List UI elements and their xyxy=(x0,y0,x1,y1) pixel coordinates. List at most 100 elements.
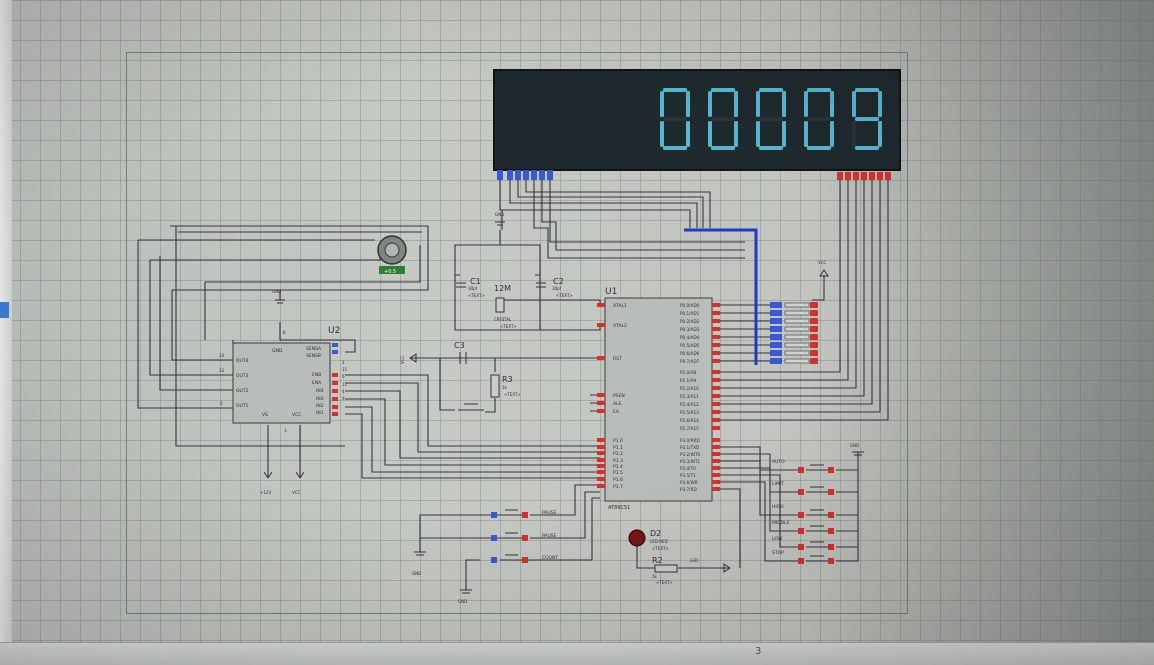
reset-button[interactable] xyxy=(458,403,484,411)
d2-part: LED-RED xyxy=(650,539,668,544)
button-label: MIDDLE xyxy=(772,520,790,526)
resistor-r2[interactable]: R2 1k <TEXT> xyxy=(652,556,678,585)
u1-pin-label: P3.3/INT1 xyxy=(680,459,701,464)
u2-pin-label: OUT4 xyxy=(236,358,249,364)
u2-pin-number: 8 xyxy=(283,330,286,335)
u1-pin-marker xyxy=(712,452,720,456)
u2-pin-number: 2 xyxy=(220,401,223,406)
c1-name: C1 xyxy=(470,277,481,286)
data-bus xyxy=(684,228,758,365)
display-segment-pin xyxy=(515,170,521,180)
button-pin xyxy=(828,544,834,550)
rpack-pin xyxy=(810,326,818,332)
u1-pin-marker xyxy=(597,356,605,360)
crystal-name: 12M xyxy=(494,284,511,293)
u1-pin-label: P2.3/A11 xyxy=(680,394,699,399)
u1-pin-label: P0.1/AD1 xyxy=(680,311,700,316)
u1-pin-label: P2.6/A14 xyxy=(680,418,699,423)
rpack-pin xyxy=(770,342,782,348)
c1-text: <TEXT> xyxy=(468,293,485,298)
r2-text: <TEXT> xyxy=(656,580,673,585)
u1-pin-marker xyxy=(712,402,720,406)
led-d2[interactable]: D2 LED-RED <TEXT> LED xyxy=(628,529,698,563)
u2-pin-marker xyxy=(332,373,338,377)
u1-pin-marker xyxy=(712,445,720,449)
rpack-resistor xyxy=(784,326,810,332)
rpack-pin xyxy=(810,334,818,340)
c2-value: 30pf xyxy=(552,286,562,291)
u1-pin-marker xyxy=(712,487,720,491)
display-digit-pin xyxy=(877,172,883,180)
gnd-label-left-2: GND xyxy=(458,599,467,604)
u1-pin-marker xyxy=(597,484,605,488)
motor[interactable]: +0.5 xyxy=(377,235,407,275)
u2-pin-label: ENB xyxy=(312,372,321,378)
u2-pin-label: VS xyxy=(262,412,268,418)
vcc-label-rpack: VCC xyxy=(818,260,827,265)
u1-pin-marker xyxy=(597,477,605,481)
u2-pin-label: IN3 xyxy=(316,396,324,402)
u1-pin-marker xyxy=(712,359,720,363)
display-digit-pin xyxy=(853,172,859,180)
power-symbols xyxy=(263,221,864,594)
status-page-number: 3 xyxy=(755,646,762,657)
u1-pin-marker xyxy=(712,311,720,315)
u1-pin-label: P3.7/RD xyxy=(680,487,697,492)
u1-pin-label: P3.2/INT0 xyxy=(680,452,701,457)
u1-pin-label: P1.6 xyxy=(613,477,623,483)
u1-pin-label: P1.3 xyxy=(613,458,623,464)
u1-pin-label: P0.3/AD3 xyxy=(680,327,700,332)
u1-pin-marker xyxy=(597,303,605,307)
u1-pin-marker xyxy=(712,480,720,484)
rpack-pin xyxy=(810,358,818,364)
capacitor-c2[interactable]: C2 30pf <TEXT> xyxy=(536,277,573,298)
rpack-pin xyxy=(770,334,782,340)
u1-pin-label: P0.4/AD4 xyxy=(680,335,700,340)
display-digit-pin xyxy=(861,172,867,180)
r3-name: R3 xyxy=(502,375,513,384)
crystal-oscillator[interactable]: 12M CRYSTAL <TEXT> xyxy=(494,284,517,329)
u2-pin-marker xyxy=(332,405,338,409)
u1-pin-marker xyxy=(712,410,720,414)
u2-pin-marker xyxy=(332,381,338,385)
gnd-label-right: GND xyxy=(850,443,859,448)
u1-pin-marker xyxy=(712,319,720,323)
d2-name: D2 xyxy=(650,529,661,538)
u1-pin-label: P1.5 xyxy=(613,470,623,476)
u1-pin-marker xyxy=(712,426,720,430)
display-segment-pin xyxy=(497,170,503,180)
capacitor-c3[interactable]: C3 xyxy=(454,341,467,364)
u1-pin-label: P0.5/AD5 xyxy=(680,343,700,348)
u1-pin-label: P0.7/AD7 xyxy=(680,359,700,364)
u1-name: U1 xyxy=(605,287,617,297)
rpack-pin xyxy=(810,318,818,324)
u1-pin-marker xyxy=(712,473,720,477)
rpack-resistor xyxy=(784,334,810,340)
c2-text: <TEXT> xyxy=(556,293,573,298)
u1-pin-marker xyxy=(712,418,720,422)
u2-pin-number: 9 xyxy=(342,396,345,401)
v12-label-u2: +12V xyxy=(260,490,271,495)
u1-pin-marker xyxy=(712,343,720,347)
u1-pin-marker xyxy=(597,409,605,413)
u1-microcontroller[interactable]: U1 AT89C51 XTAL1XTAL2RSTPSENALEEAP1.0P1.… xyxy=(597,287,720,511)
rpack-resistor xyxy=(784,342,810,348)
left-toolbar-marker[interactable] xyxy=(0,302,9,318)
u1-pin-label: XTAL1 xyxy=(613,303,627,309)
u2-pin-label: SENSA xyxy=(306,346,322,352)
resistor-pack[interactable] xyxy=(770,302,818,364)
u2-pin-label: IN2 xyxy=(316,403,324,409)
r3-value: 1k xyxy=(502,385,508,390)
u2-pin-label: ENA xyxy=(312,380,322,386)
u2-pin-label: VCC xyxy=(292,412,301,418)
button-pin xyxy=(798,467,804,473)
u1-pin-label: P3.0/RXD xyxy=(680,438,700,443)
c1-value: 30pf xyxy=(468,286,478,291)
capacitor-c1[interactable]: C1 30pf <TEXT> xyxy=(456,277,485,298)
u2-pin-number: 14 xyxy=(219,353,225,358)
resistor-r3[interactable]: R3 1k <TEXT> xyxy=(490,374,521,398)
